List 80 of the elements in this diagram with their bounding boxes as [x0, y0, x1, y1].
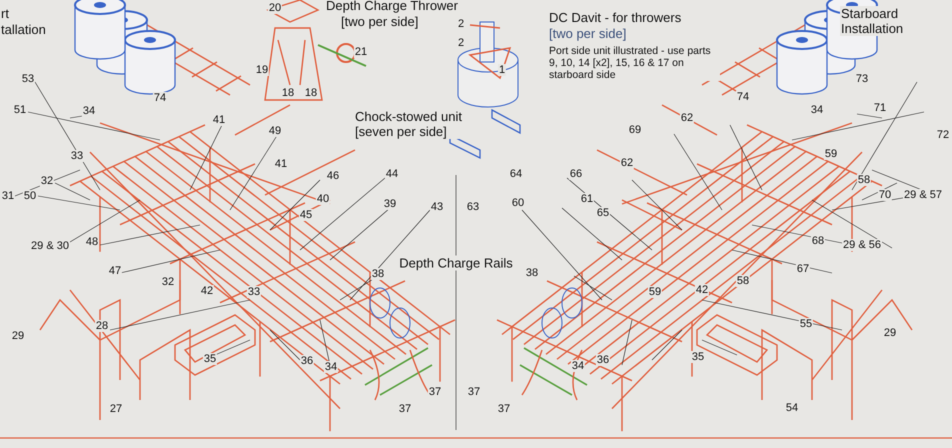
callout-number: 71: [872, 102, 888, 114]
callout-number: 73: [854, 73, 870, 85]
callout-number: 67: [796, 263, 810, 275]
heading-text: [two per side]: [548, 26, 628, 41]
heading-text: DC Davit - for throwers: [548, 10, 682, 25]
callout-number: 18: [280, 87, 296, 99]
callout-number: 69: [628, 124, 642, 136]
callout-number: 19: [254, 64, 270, 76]
callout-number: 32: [40, 175, 54, 187]
callout-number: 43: [430, 201, 444, 213]
callout-number: 20: [268, 2, 282, 14]
callout-number: 51: [12, 104, 28, 116]
callout-number: 34: [570, 360, 586, 372]
callout-number: 58: [856, 174, 872, 186]
callout-number: 70: [878, 189, 892, 201]
callout-number: 59: [648, 286, 662, 298]
callout-number: 47: [108, 265, 122, 277]
callout-number: 37: [428, 386, 442, 398]
callout-number: 21: [354, 46, 368, 58]
callout-number: 36: [596, 354, 610, 366]
callout-number: 38: [524, 267, 540, 279]
callout-number: 62: [620, 157, 634, 169]
callout-number: 33: [70, 150, 84, 162]
callout-number: 54: [784, 402, 800, 414]
callout-number: 59: [824, 148, 838, 160]
callout-number: 74: [152, 92, 168, 104]
callout-number: 34: [82, 105, 96, 117]
callout-number: 33: [246, 286, 262, 298]
callout-number: 36: [300, 355, 314, 367]
callout-number: 34: [810, 104, 824, 116]
callout-number: 42: [694, 284, 710, 296]
callout-number: 49: [268, 125, 282, 137]
callout-number: 63: [466, 201, 480, 213]
callout-number: 41: [274, 158, 288, 170]
callout-number: 29 & 57: [903, 189, 943, 201]
callout-number: 29: [882, 327, 898, 339]
callout-number: 37: [466, 386, 482, 398]
heading-text: [two per side]: [340, 14, 420, 29]
callout-number: 46: [326, 170, 340, 182]
note-text: Port side unit illustrated - use parts 9, 10, 14 [x2], 15, 16 & 17 on starboard side: [548, 45, 720, 81]
callout-number: 53: [20, 73, 36, 85]
callout-number: 61: [580, 193, 594, 205]
callout-number: 68: [810, 235, 826, 247]
callout-number: 2: [456, 18, 466, 30]
callout-number: 45: [298, 209, 314, 221]
callout-number: 35: [202, 353, 218, 365]
callout-number: 28: [94, 320, 110, 332]
callout-number: 29: [10, 330, 26, 342]
callout-number: 37: [398, 403, 412, 415]
callout-number: 2: [456, 37, 466, 49]
callout-number: 40: [316, 193, 330, 205]
callout-number: 37: [496, 403, 512, 415]
callout-number: 64: [508, 168, 524, 180]
callout-number: 42: [200, 285, 214, 297]
callout-number: 29 & 30: [30, 240, 70, 252]
callout-number: 29 & 56: [842, 239, 882, 251]
heading-text: tallation: [0, 22, 47, 37]
callout-number: 34: [324, 361, 338, 373]
callout-number: 58: [736, 275, 750, 287]
heading-text: Depth Charge Thrower: [325, 0, 459, 13]
callout-number: 66: [568, 168, 584, 180]
callout-number: 55: [798, 318, 814, 330]
callout-number: 44: [384, 168, 400, 180]
callout-number: 50: [22, 190, 38, 202]
callout-number: 1: [498, 64, 506, 76]
callout-number: 31: [0, 190, 16, 202]
callout-number: 39: [382, 198, 398, 210]
heading-text: Depth Charge Rails: [398, 256, 514, 270]
callout-number: 74: [736, 91, 750, 103]
callout-number: 38: [370, 268, 386, 280]
callout-number: 27: [108, 403, 124, 415]
callout-number: 60: [510, 197, 526, 209]
callout-number: 35: [690, 351, 706, 363]
callout-number: 18: [304, 87, 318, 99]
callout-number: 62: [680, 112, 694, 124]
callout-number: 72: [936, 129, 950, 141]
callout-number: 41: [212, 114, 226, 126]
callout-number: 32: [160, 276, 176, 288]
callout-number: 65: [596, 207, 610, 219]
callout-number: 48: [84, 236, 100, 248]
